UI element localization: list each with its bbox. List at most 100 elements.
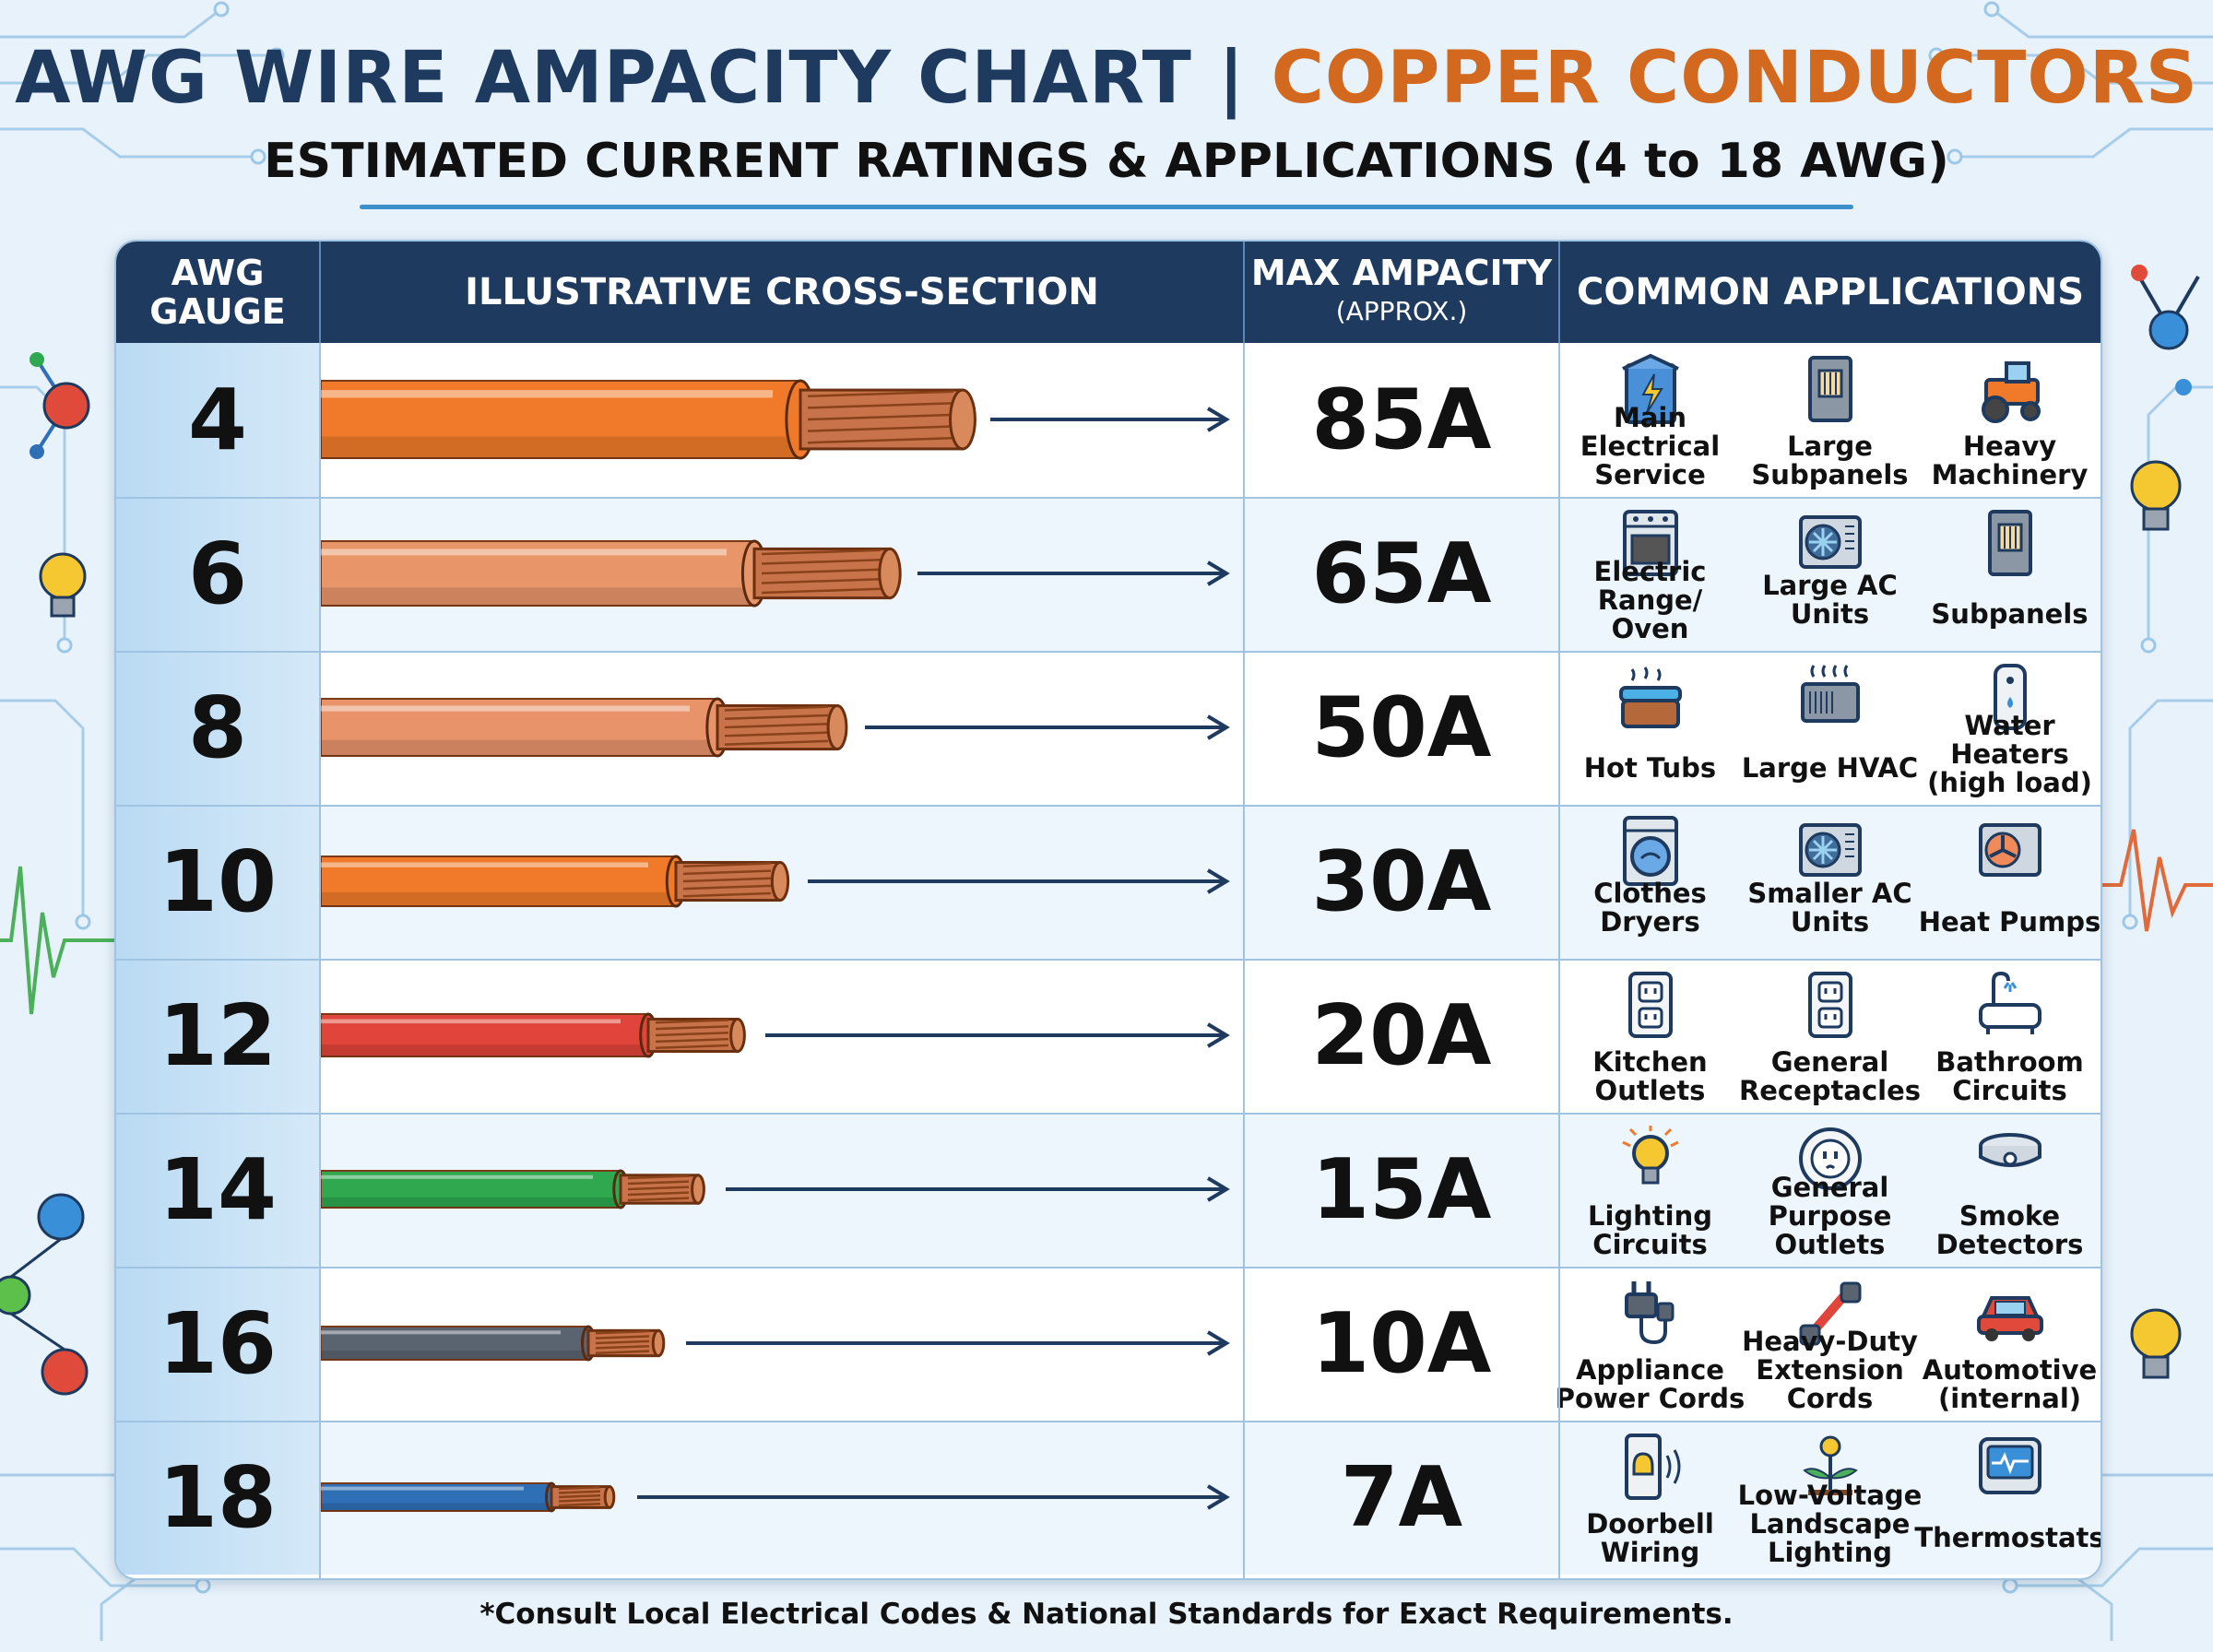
oven-icon — [1622, 510, 1678, 576]
application-label-line2: Outlets — [1594, 1075, 1706, 1106]
wire-illustration — [320, 1169, 1230, 1210]
application-label: Water Heaters(high load) — [1911, 710, 2101, 797]
application-label: Heat Pumps — [1911, 908, 2101, 937]
application-label-line1: Thermostats — [1914, 1522, 2102, 1553]
application-item: Clothes Dryers — [1560, 805, 1740, 959]
application-label-line1: Smaller AC Units — [1747, 878, 1912, 938]
subtitle-underline — [360, 205, 1853, 209]
row-divider — [116, 1113, 2101, 1115]
thermostat-icon — [1978, 1437, 2041, 1494]
application-label-line1: Heavy — [1962, 431, 2057, 462]
wire-cross-section — [320, 1267, 1243, 1421]
application-label-line1: Bathroom — [1935, 1046, 2084, 1078]
application-item: Hot Tubs — [1560, 651, 1740, 805]
breaker-panel-icon — [1987, 510, 2032, 576]
ampacity-value: 65A — [1311, 525, 1492, 622]
application-label-line1: Electric Range/ — [1593, 556, 1707, 616]
application-label: Automotive(internal) — [1911, 1356, 2101, 1413]
title-accent: COPPER CONDUCTORS — [1271, 37, 2198, 120]
application-label-line2: Wiring — [1600, 1537, 1700, 1568]
application-label-line2: Outlets — [1774, 1229, 1886, 1260]
gauge-value: 8 — [116, 651, 319, 805]
gauge-value: 16 — [116, 1267, 319, 1421]
application-label-line1: Clothes Dryers — [1593, 878, 1707, 938]
application-label-line1: Large AC Units — [1762, 570, 1898, 630]
application-label: Subpanels — [1911, 600, 2101, 629]
water-heater-icon — [1993, 664, 2027, 730]
column-divider — [1243, 343, 1245, 1578]
wire-illustration — [320, 697, 1230, 758]
wire-illustration — [320, 855, 1230, 908]
page-title: AWG WIRE AMPACITY CHART | COPPER CONDUCT… — [0, 37, 2213, 120]
ampacity-value: 50A — [1311, 679, 1492, 776]
application-item: Thermostats — [1914, 1421, 2101, 1575]
doorbell-icon — [1624, 1434, 1680, 1500]
gauge-value: 4 — [116, 343, 319, 497]
round-outlet-icon — [1798, 1127, 1862, 1190]
wire-cross-section — [320, 651, 1243, 805]
page-subtitle: ESTIMATED CURRENT RATINGS & APPLICATIONS… — [264, 134, 1949, 189]
application-label-line1: Appliance — [1576, 1354, 1724, 1386]
application-label-line1: Water Heaters — [1950, 710, 2069, 770]
column-divider — [319, 343, 321, 1578]
application-item: Heat Pumps — [1919, 805, 2101, 959]
application-item: Water Heaters(high load) — [1920, 651, 2100, 805]
application-label: Large HVAC — [1731, 754, 1929, 783]
row-divider — [116, 805, 2101, 807]
ac-unit-icon — [1798, 515, 1862, 569]
ampacity-value: 30A — [1311, 833, 1492, 930]
application-label-line1: Large — [1787, 431, 1873, 462]
row-divider — [116, 959, 2101, 961]
application-label-line2: Subpanels — [1751, 459, 1909, 490]
row-divider — [116, 497, 2101, 499]
wire-illustration — [320, 539, 1230, 608]
application-label-line2: Circuits — [1592, 1229, 1708, 1260]
application-label-line1: Kitchen — [1592, 1046, 1708, 1078]
ampacity-value: 85A — [1311, 372, 1492, 468]
ampacity-value: 10A — [1311, 1295, 1492, 1392]
application-item: Electric Range/Oven — [1560, 497, 1740, 651]
application-label: Hot Tubs — [1551, 754, 1749, 783]
application-label-line2: Landscape Lighting — [1749, 1508, 1911, 1568]
ampacity-value: 7A — [1340, 1449, 1463, 1546]
ampacity-value: 15A — [1311, 1141, 1492, 1238]
application-label-line2: Extension Cords — [1756, 1354, 1904, 1414]
application-label-line1: Low-Voltage — [1737, 1480, 1923, 1511]
application-label-line1: General Purpose — [1768, 1172, 1892, 1232]
application-item: Subpanels — [1920, 497, 2100, 651]
wire-cross-section — [320, 343, 1243, 497]
application-label-line1: Hot Tubs — [1583, 752, 1717, 784]
application-label-line1: Heavy-Duty — [1742, 1326, 1918, 1357]
ampacity-value: 20A — [1311, 987, 1492, 1084]
application-label-line1: Doorbell — [1586, 1508, 1714, 1540]
footnote: *Consult Local Electrical Codes & Nation… — [479, 1598, 1734, 1631]
gauge-value: 18 — [116, 1421, 319, 1575]
header-gauge: AWG GAUGE — [116, 242, 319, 343]
wire-illustration — [320, 1012, 1230, 1058]
application-label-line1: Lighting — [1587, 1200, 1713, 1232]
header-gauge-line1: AWG — [171, 253, 265, 293]
gauge-value: 12 — [116, 959, 319, 1113]
application-label-line2: Power Cords — [1555, 1383, 1746, 1414]
table-header: AWG GAUGE ILLUSTRATIVE CROSS-SECTION MAX… — [116, 242, 2101, 343]
wire-cross-section — [320, 959, 1243, 1113]
atom-decoration-right — [2131, 265, 2200, 395]
ampacity-table: AWG GAUGE ILLUSTRATIVE CROSS-SECTION MAX… — [114, 240, 2102, 1580]
